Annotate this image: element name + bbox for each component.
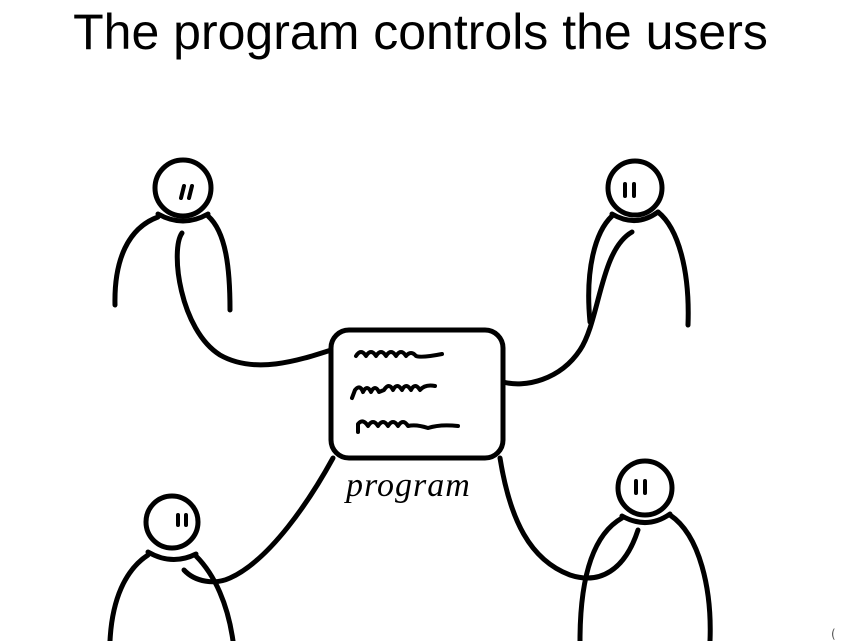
program-label: program bbox=[344, 467, 471, 504]
user-body bbox=[112, 213, 233, 313]
user-body bbox=[107, 552, 236, 641]
user-collar bbox=[145, 549, 199, 562]
user-head bbox=[152, 157, 214, 219]
corner-mark: ( bbox=[831, 627, 836, 641]
user-head bbox=[143, 493, 201, 551]
user-collar bbox=[609, 209, 661, 223]
user-collar bbox=[155, 211, 211, 224]
user-top-left bbox=[112, 157, 233, 313]
user-collar bbox=[619, 511, 673, 525]
scribble-line-2 bbox=[350, 383, 437, 400]
control-lines bbox=[174, 229, 641, 585]
user-body bbox=[577, 512, 713, 641]
user-body bbox=[586, 209, 691, 328]
user-bottom-left bbox=[107, 493, 236, 641]
user-head bbox=[605, 158, 665, 218]
user-top-right bbox=[586, 158, 691, 328]
line-to-bottom-right-user bbox=[497, 455, 641, 581]
line-to-bottom-left-user bbox=[181, 455, 336, 585]
user-head bbox=[615, 458, 675, 518]
line-to-top-right-user bbox=[500, 229, 635, 387]
user-bottom-right bbox=[577, 458, 713, 641]
scribble-line-1 bbox=[354, 350, 444, 359]
slide-title: The program controls the users bbox=[73, 4, 768, 60]
program-box: program bbox=[328, 327, 506, 504]
line-to-top-left-user bbox=[174, 230, 334, 368]
scribble-line-3 bbox=[356, 419, 460, 434]
